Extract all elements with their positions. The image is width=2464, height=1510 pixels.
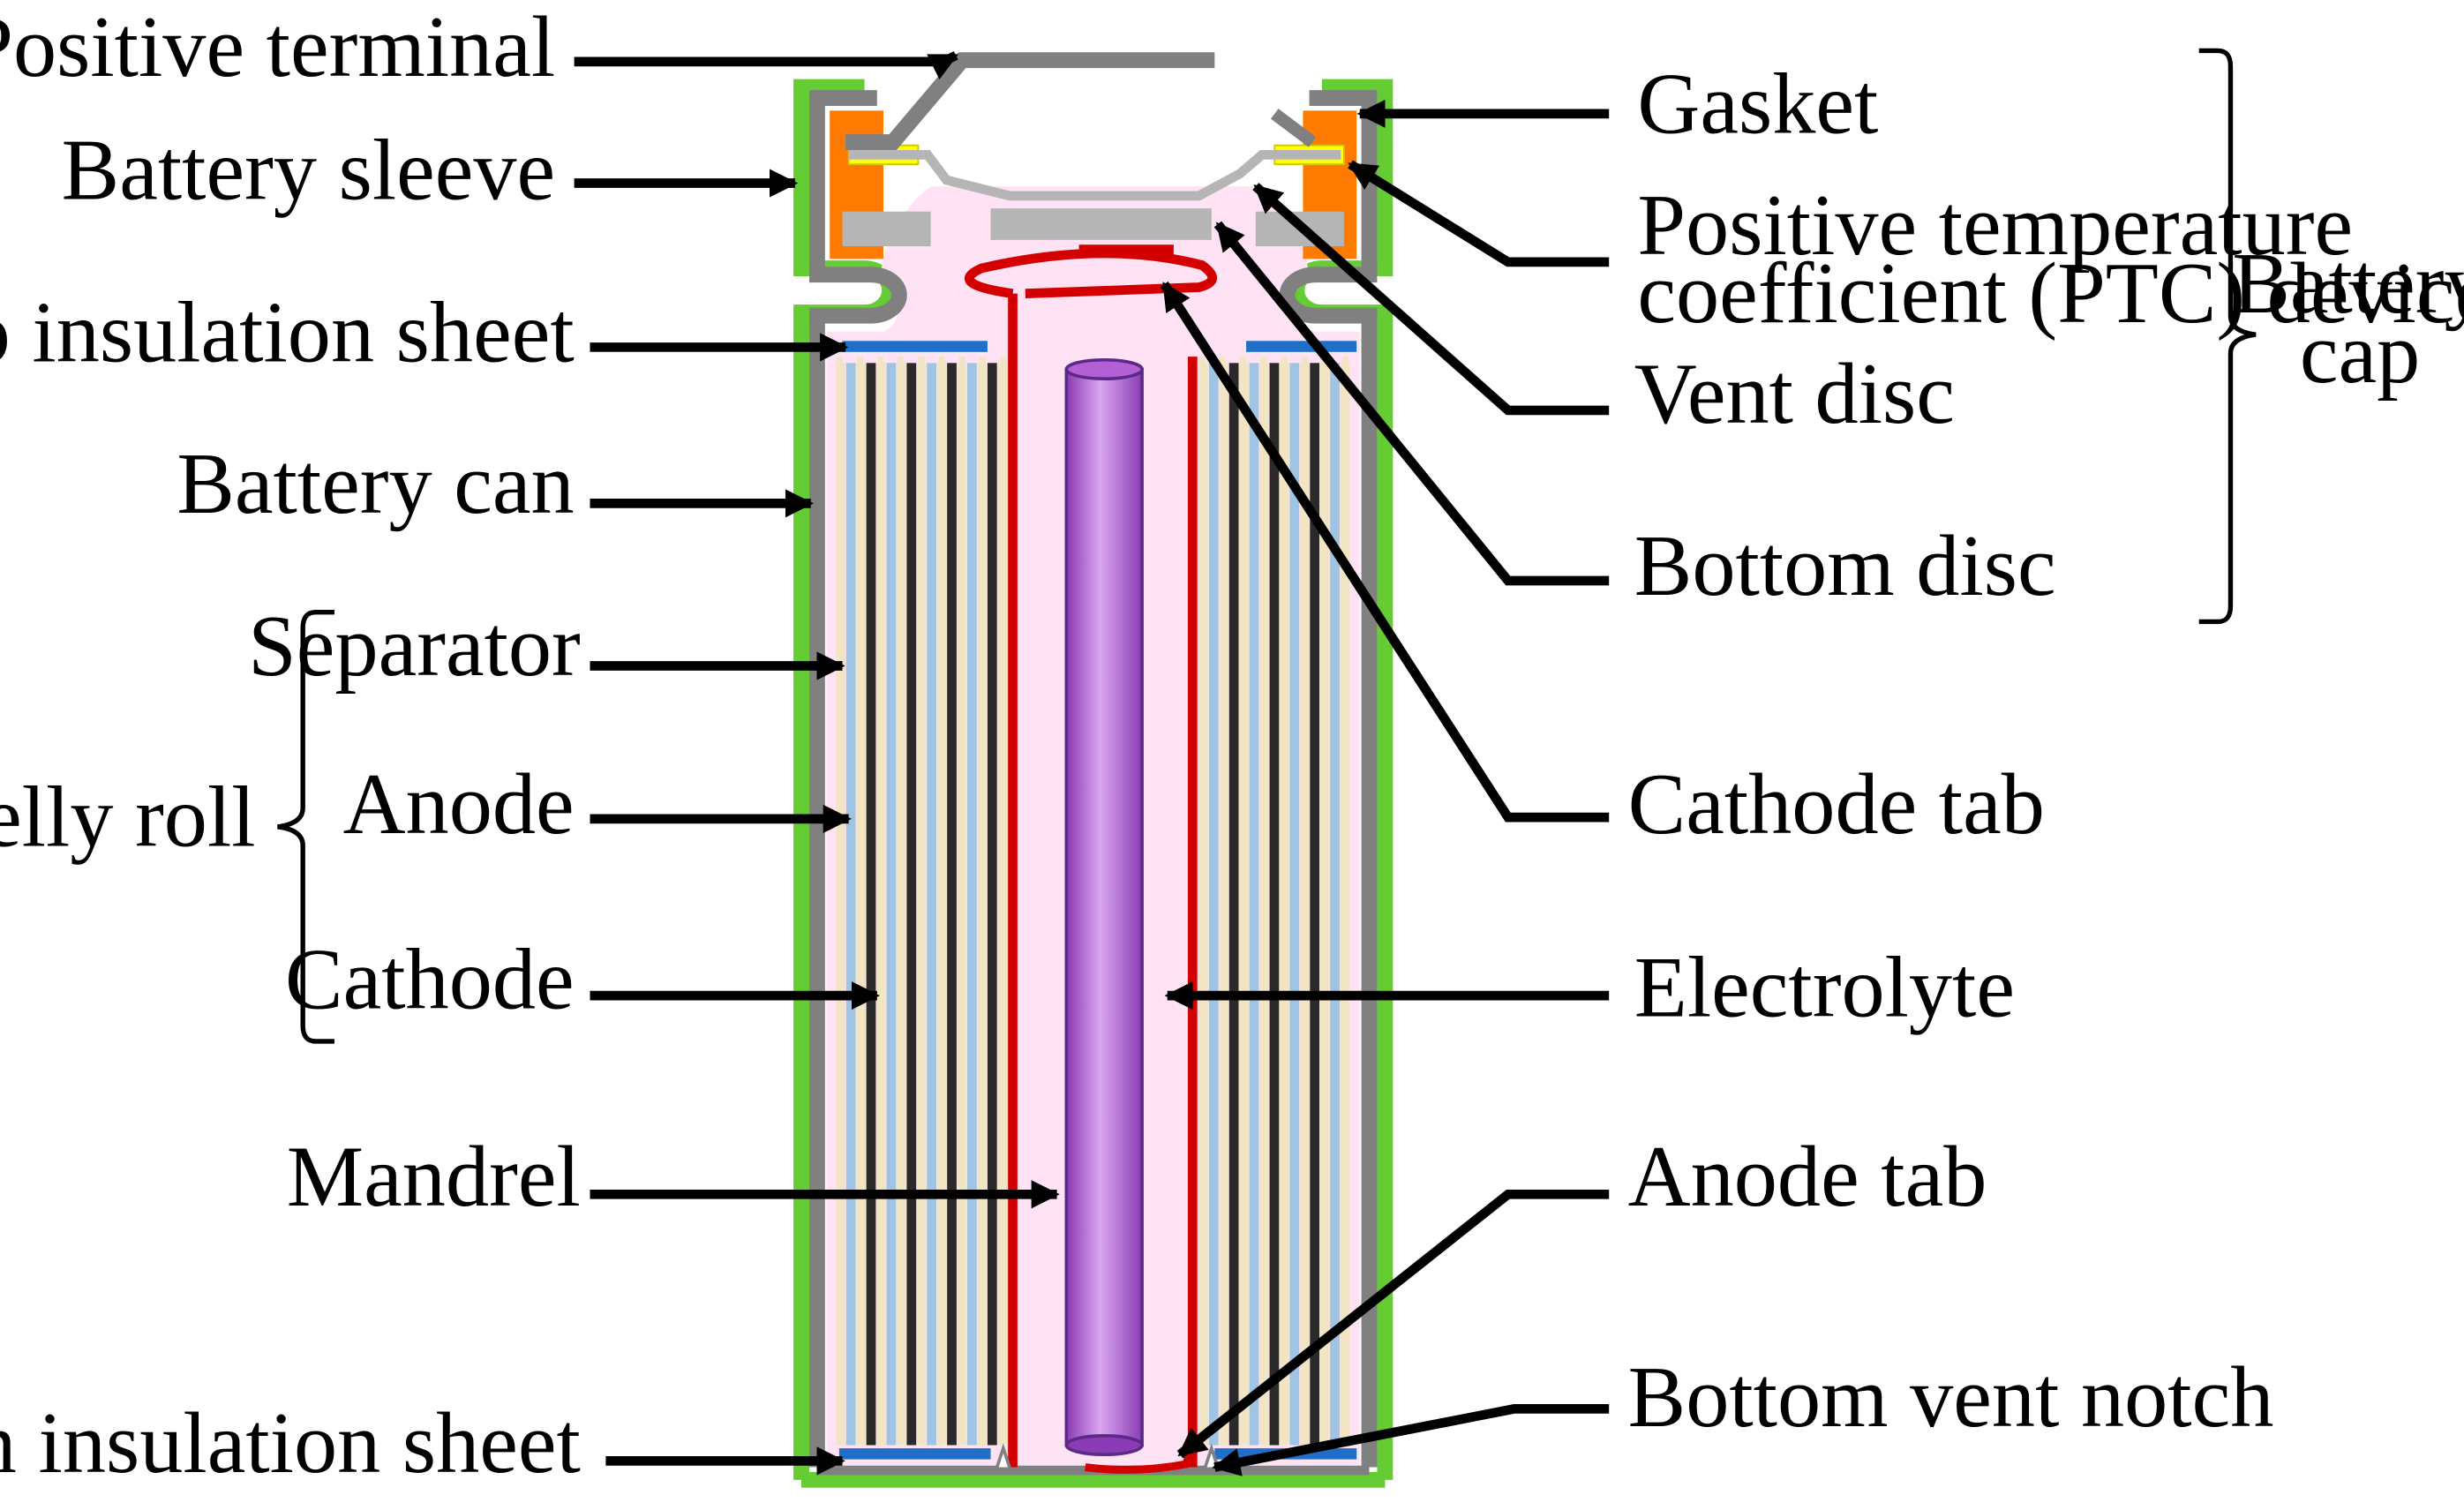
jelly-roll-layer [967,363,977,1446]
jelly-roll-layer [876,363,886,1446]
label-gasket: Gasket [1637,56,1878,152]
jelly-roll-layer [936,363,947,1446]
jelly-roll-layer [1228,363,1239,1446]
jelly-roll-layer [1259,363,1269,1446]
jelly-roll-layer-tab [1219,357,1226,366]
label-ptc-line2: coefficient (PTC) device [1637,245,2464,342]
jelly-roll-layer [1319,363,1330,1446]
jelly-roll-layers-right [1198,357,1350,1446]
label-mandrel: Mandrel [287,1129,581,1225]
jelly-roll-layer-tab [1342,357,1349,366]
jelly-roll-layer [845,363,856,1446]
jelly-roll-layer [906,363,917,1446]
jelly-roll-layer-tab [918,357,925,366]
label-bottom-vent-notch: Bottom vent notch [1628,1349,2274,1446]
anode-tab-shape [1085,1440,1197,1474]
jelly-roll-layer-tab [1281,357,1288,366]
label-anode-tab: Anode tab [1628,1129,1987,1225]
label-cathode-tab: Cathode tab [1628,756,2045,853]
jelly-roll-layer [1340,363,1350,1446]
right-labels: Gasket Positive temperature coefficient … [1628,56,2464,1446]
jelly-roll-layer [1198,363,1209,1446]
label-battery-cap-line1: Battery [2232,236,2464,332]
jelly-roll-layer-tab [958,357,965,366]
positive-terminal-shape [845,52,1215,151]
jelly-roll-layer [957,363,967,1446]
jelly-roll-bracket [277,610,334,1044]
jelly-roll-layer [1299,363,1310,1446]
label-battery-can: Battery can [177,436,574,532]
jelly-roll-layer [1239,363,1249,1446]
jelly-roll-layer-tab [1260,357,1267,366]
jelly-roll-layer [1279,363,1289,1446]
jelly-roll-layer-tab [1000,357,1007,366]
label-positive-terminal: Positive terminal [0,0,555,95]
jelly-roll-layer [916,363,927,1446]
battery-body [793,52,1394,1488]
jelly-roll-layer [1219,363,1229,1446]
jelly-roll-layer-tab [938,357,945,366]
jelly-roll-layer [977,363,988,1446]
top-insulation-sheet-shape [842,341,1357,352]
jelly-roll-layer [1289,363,1300,1446]
jelly-roll-layer-tab [876,357,883,366]
label-bottom-insulation-sheet: Bottom insulation sheet [0,1395,581,1491]
jelly-roll-layer-tab [856,357,863,366]
jelly-roll-layer [1208,363,1219,1446]
jelly-roll-layer [1310,363,1320,1446]
jelly-roll-layer [987,363,997,1446]
jelly-roll-layer [947,363,957,1446]
mandrel-shape [1064,357,1144,1457]
jelly-roll-layer [1269,363,1280,1446]
label-separator: Separator [248,598,581,695]
jelly-roll-layer-tab [1239,357,1247,366]
jelly-roll-layer [886,363,897,1446]
label-battery-cap-line2: cap [2300,305,2420,402]
battery-cap-bracket [2198,48,2257,625]
label-electrolyte: Electrolyte [1634,939,2015,1035]
jelly-roll-layer [1330,363,1340,1446]
jelly-roll-layers-left [836,357,1008,1446]
jelly-roll-layer [836,363,846,1446]
label-jelly-roll: Jelly roll [0,769,256,865]
label-vent-disc: Vent disc [1634,346,1955,442]
cathode-tab-shape [965,244,1217,1468]
label-ptc-line1: Positive temperature [1637,177,2353,274]
jelly-roll-layer-tab [898,357,905,366]
label-cathode: Cathode [285,931,575,1027]
jelly-roll-layer [927,363,937,1446]
jelly-roll-layer-tab [836,357,843,366]
label-top-insulation-sheet: Top insulation sheet [0,285,575,381]
left-labels: Positive terminal Battery sleeve Top ins… [0,0,581,1491]
label-anode: Anode [343,756,575,853]
leader-lines [574,50,1610,1476]
jelly-roll-layer [1249,363,1259,1446]
bottom-disc-shape [842,208,1344,247]
vent-disc-shape [848,150,1341,201]
jelly-roll-layer [896,363,906,1446]
label-bottom-disc: Bottom disc [1634,518,2056,614]
label-battery-sleeve: Battery sleeve [62,122,555,218]
jelly-roll-layer-tab [1198,357,1206,366]
jelly-roll-layer-tab [980,357,987,366]
jelly-roll-layer [997,363,1008,1446]
jelly-roll-layer [866,363,876,1446]
jelly-roll-layer [856,363,866,1446]
jelly-roll-layer-tab [1301,357,1308,366]
